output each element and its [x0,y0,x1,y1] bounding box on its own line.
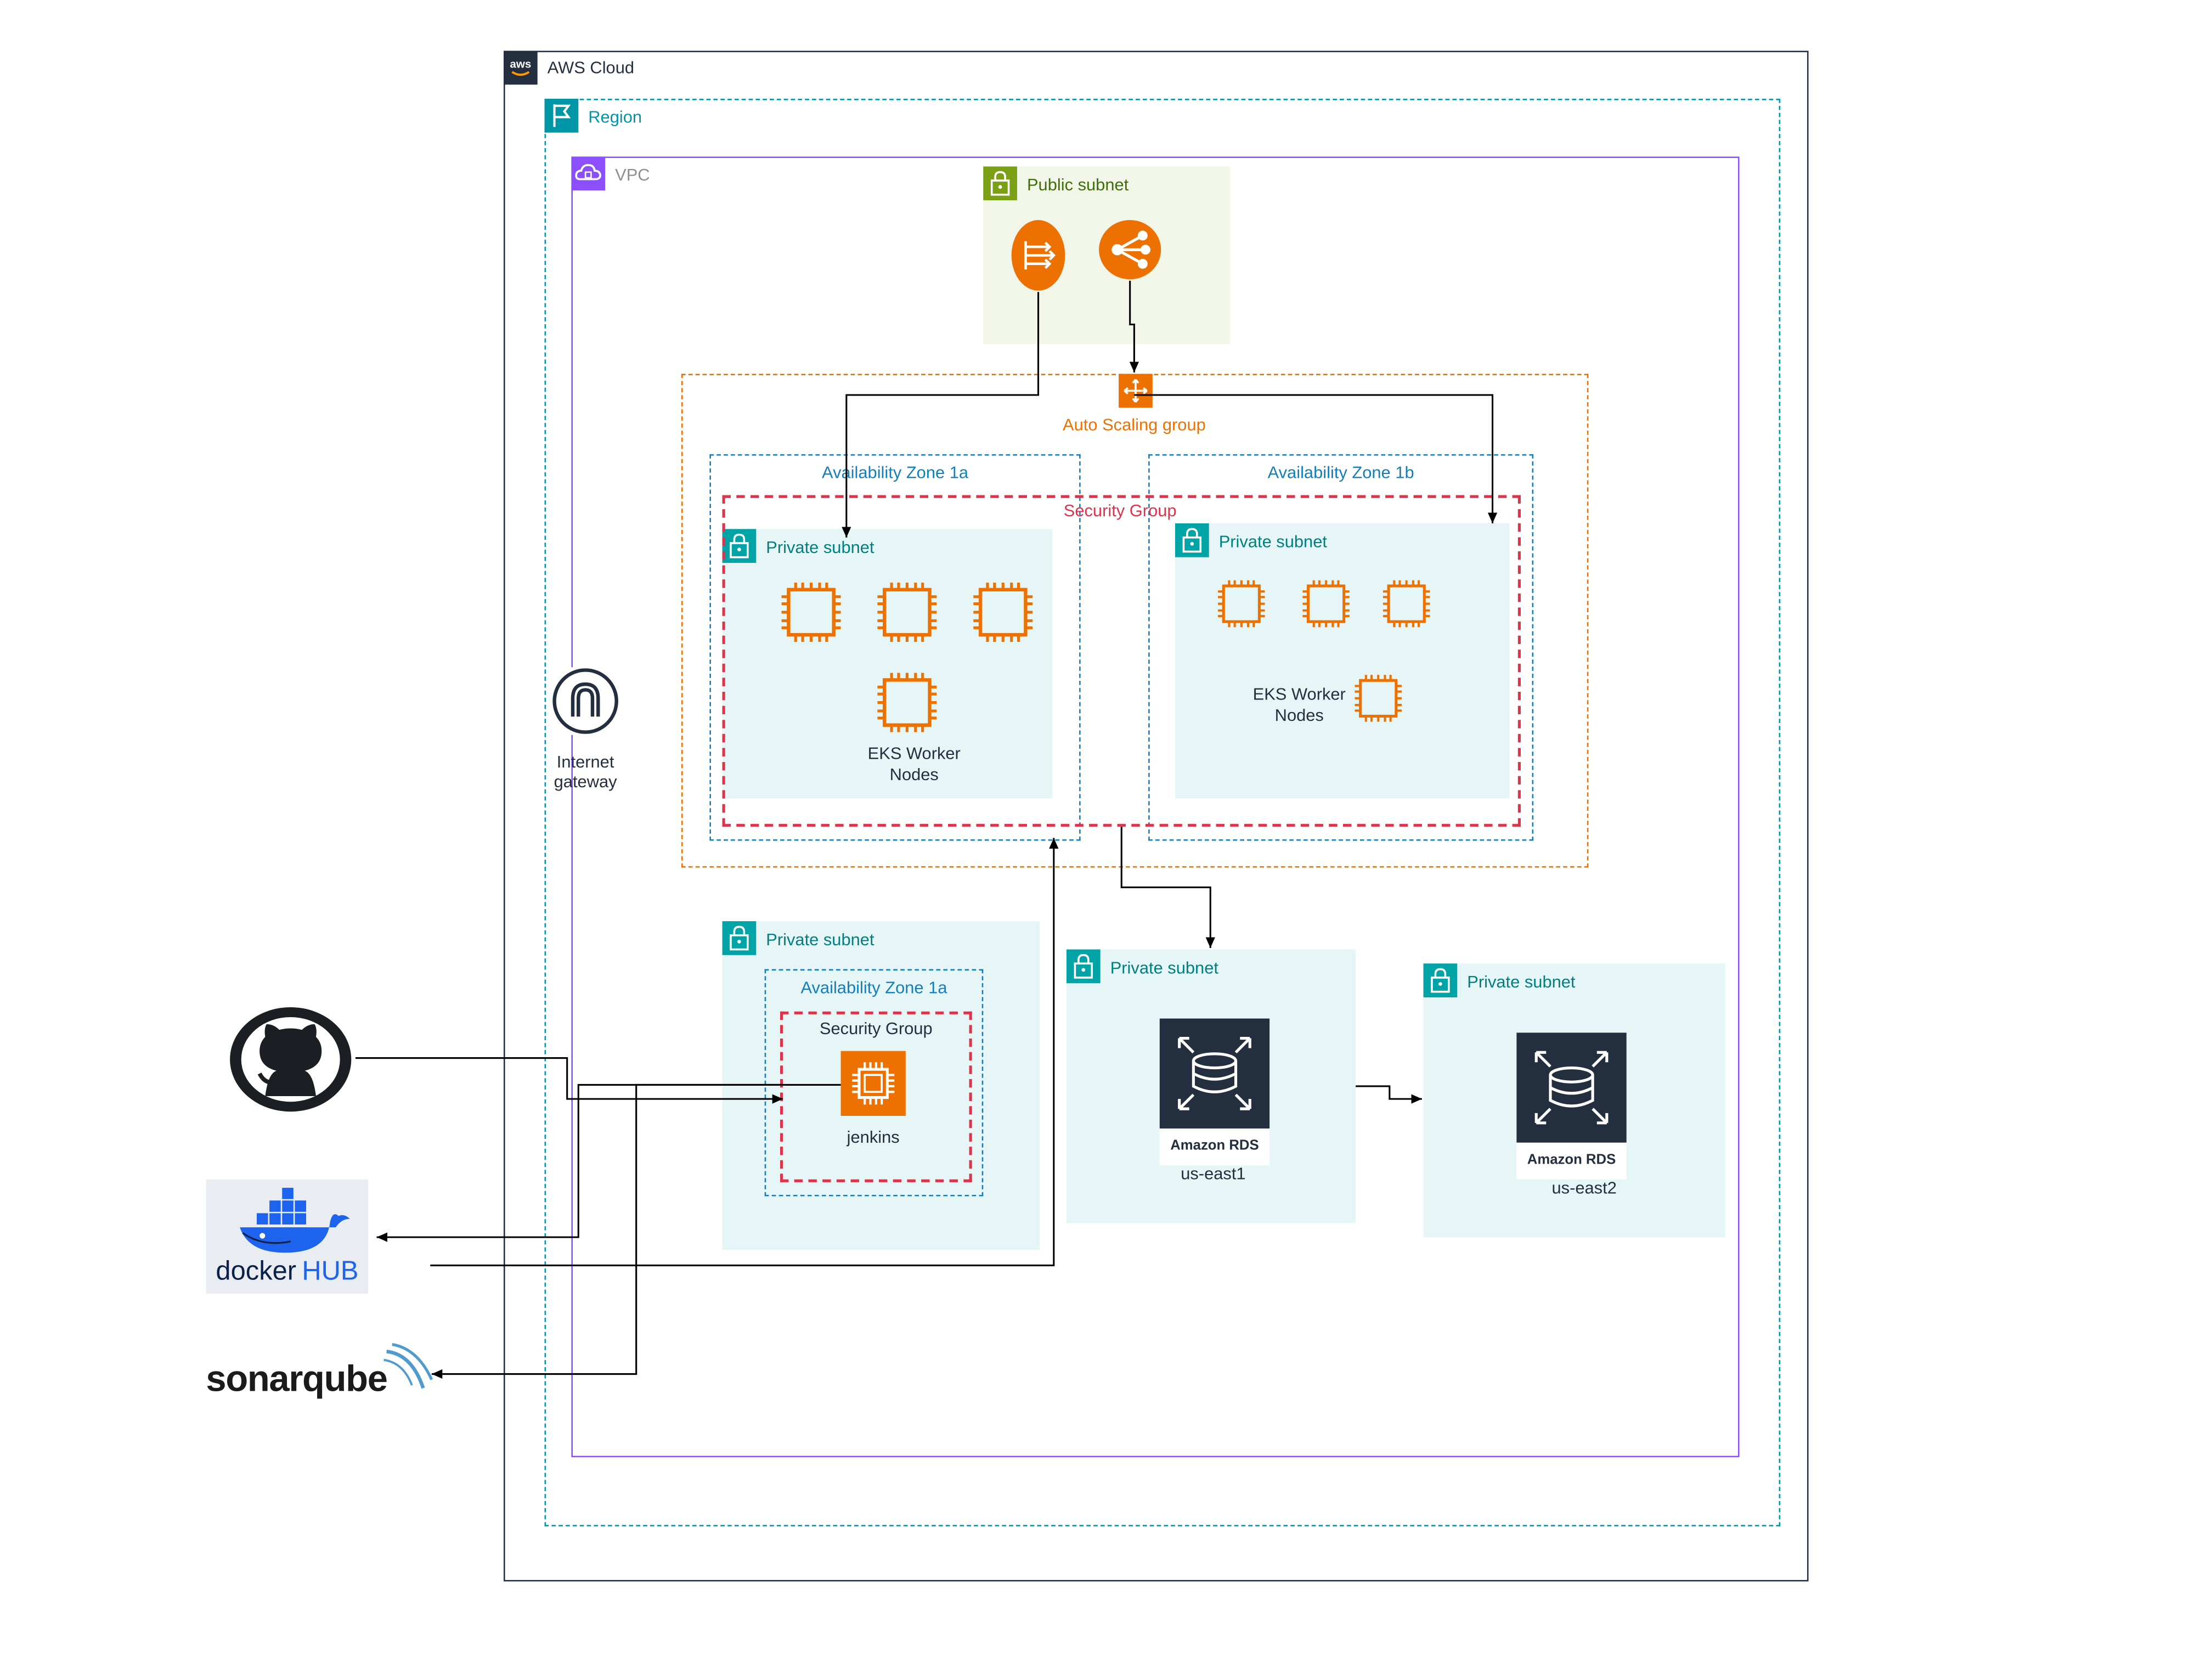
region-flag-icon [544,98,579,133]
connector-asg-to-az1b [1134,394,1498,523]
lock-icon [722,529,757,563]
lock-icon [1066,949,1101,984]
lock-icon [1175,523,1209,557]
load-balancer-icon [1010,219,1066,292]
rds1-service-label: Amazon RDS [1159,1128,1270,1165]
ec2-instance-icon [877,582,937,642]
ec2-instance-icon [1302,580,1350,628]
private-subnet-rds2-label: Private subnet [1467,972,1576,992]
rds2-region-label: us-east2 [1551,1178,1617,1198]
private-subnet-1a [722,529,1053,799]
connector-dockerhub-to-eks [430,838,1059,1267]
connector-lb-to-az1a [842,292,1040,538]
docker-text: docker [216,1257,297,1287]
private-subnet-1b-label: Private subnet [1218,532,1327,552]
ec2-instance-icon [1218,580,1265,628]
region-group [544,98,1781,1527]
aws-logo-icon: aws [503,50,538,85]
lock-icon [1423,963,1458,997]
ec2-instance-icon [1355,675,1402,722]
connector-eks-to-rds1 [1120,826,1215,948]
security-group-main-label: Security Group [1063,500,1177,521]
rds2-service-label: Amazon RDS [1516,1142,1627,1180]
connector-nlb-to-asg [1129,280,1139,373]
internet-gateway-icon [551,667,619,735]
aws-cloud-label: AWS Cloud [547,58,635,78]
vpc-cloud-icon [571,156,606,191]
connector-jenkins-to-dockerhub [376,1084,841,1242]
private-subnet-rds1-label: Private subnet [1110,957,1218,978]
security-group-main [722,495,1521,827]
jenkins-instance-icon [840,1051,906,1116]
private-subnet-jenkins-label: Private subnet [766,929,874,950]
private-subnet-1a-label: Private subnet [766,537,874,557]
aws-cloud-group [503,50,1809,1582]
vpc-group [571,156,1740,1458]
availability-zone-1b [1148,454,1534,841]
ec2-instance-icon [1383,580,1430,628]
rds1-region-label: us-east1 [1181,1164,1246,1184]
svg-text:aws: aws [510,58,531,70]
vpc-label: VPC [615,165,650,185]
rds-database-icon: Amazon RDS [1516,1032,1627,1180]
sonarqube-logo: sonarqube [203,1338,443,1402]
region-label: Region [588,107,642,127]
internet-gateway-label: Internet gateway [554,752,617,792]
availability-zone-jenkins-label: Availability Zone 1a [800,977,947,997]
availability-zone-1b-label: Availability Zone 1b [1267,462,1414,483]
connector-jenkins-to-sonarqube [431,1084,783,1379]
connector-rds1-to-rds2 [1356,1085,1422,1104]
eks-worker-nodes-1b-label: EKS Worker Nodes [1252,684,1346,725]
rds-database-icon: Amazon RDS [1159,1018,1270,1165]
docker-whale-icon [240,1188,350,1253]
jenkins-label: jenkins [847,1127,900,1147]
availability-zone-jenkins [764,969,984,1197]
auto-scaling-icon [1119,374,1153,408]
public-subnet-label: Public subnet [1026,174,1129,195]
ec2-instance-icon [973,582,1033,642]
sonarqube-text: sonarqube [206,1357,388,1400]
eks-worker-nodes-1a-label: EKS Worker Nodes [867,743,961,785]
hub-text: HUB [302,1257,359,1287]
lock-icon [722,921,757,955]
sonarqube-waves-icon [383,1343,433,1389]
ec2-instance-icon [877,673,937,732]
auto-scaling-group-label: Auto Scaling group [1063,414,1206,435]
github-icon [229,1006,356,1113]
security-group-jenkins-label: Security Group [819,1018,933,1039]
availability-zone-1a [709,454,1081,841]
private-subnet-1b [1175,523,1510,799]
connector-github-to-jenkins [355,1057,783,1104]
lock-icon [983,166,1017,201]
network-lb-icon [1098,219,1163,281]
ec2-instance-icon [781,582,841,642]
